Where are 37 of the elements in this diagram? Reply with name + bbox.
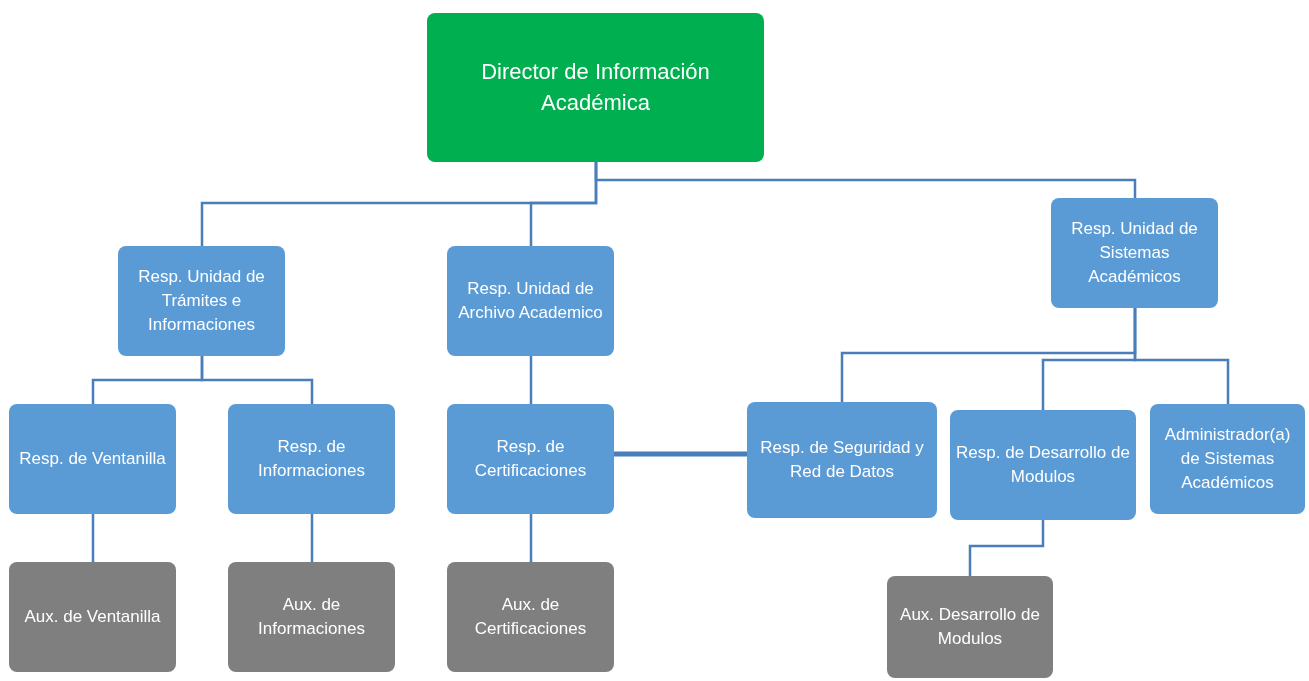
org-box: [447, 404, 614, 514]
connector-line: [968, 520, 1045, 576]
connector-line: [529, 356, 533, 404]
role-label: Aux. de Informaciones: [257, 594, 366, 640]
org-box: [9, 404, 176, 514]
org-box: [1150, 404, 1305, 514]
org-box: [950, 410, 1136, 520]
role-label: Resp. de Desarrollo de Modulos: [956, 442, 1130, 488]
org-box: [228, 562, 395, 672]
org-box: [427, 13, 764, 162]
role-label: Aux. Desarrollo de Modulos: [899, 604, 1041, 650]
org-box: [447, 562, 614, 672]
role-label: Aux. de Ventanilla: [24, 606, 161, 629]
role-label: Resp. de Seguridad y Red de Datos: [759, 437, 925, 483]
connector-line: [310, 514, 314, 562]
org-box: [9, 562, 176, 672]
role-label: Resp. de Ventanilla: [19, 448, 166, 471]
org-box: [887, 576, 1053, 678]
director-title: Director de Información Académica: [480, 57, 711, 117]
org-box: [228, 404, 395, 514]
connector-line: [594, 162, 1137, 198]
connector-line: [1133, 308, 1230, 404]
org-box: [1051, 198, 1218, 308]
role-label: Administrador(a) de Sistemas Académicos: [1163, 424, 1292, 494]
connector-line: [91, 514, 95, 562]
role-label: Resp. Unidad de Trámites e Informaciones: [137, 266, 266, 336]
connector-line: [529, 514, 533, 562]
role-label: Resp. de Certificaciones: [473, 436, 588, 482]
role-label: Resp. de Informaciones: [257, 436, 366, 482]
org-box: [118, 246, 285, 356]
role-label: Resp. Unidad de Sistemas Académicos: [1070, 218, 1199, 288]
connector-line: [200, 356, 314, 404]
org-box: [447, 246, 614, 356]
role-label: Resp. Unidad de Archivo Academico: [457, 278, 604, 324]
role-label: Aux. de Certificaciones: [473, 594, 588, 640]
org-box: [747, 402, 937, 518]
connector-line: [614, 451, 747, 457]
